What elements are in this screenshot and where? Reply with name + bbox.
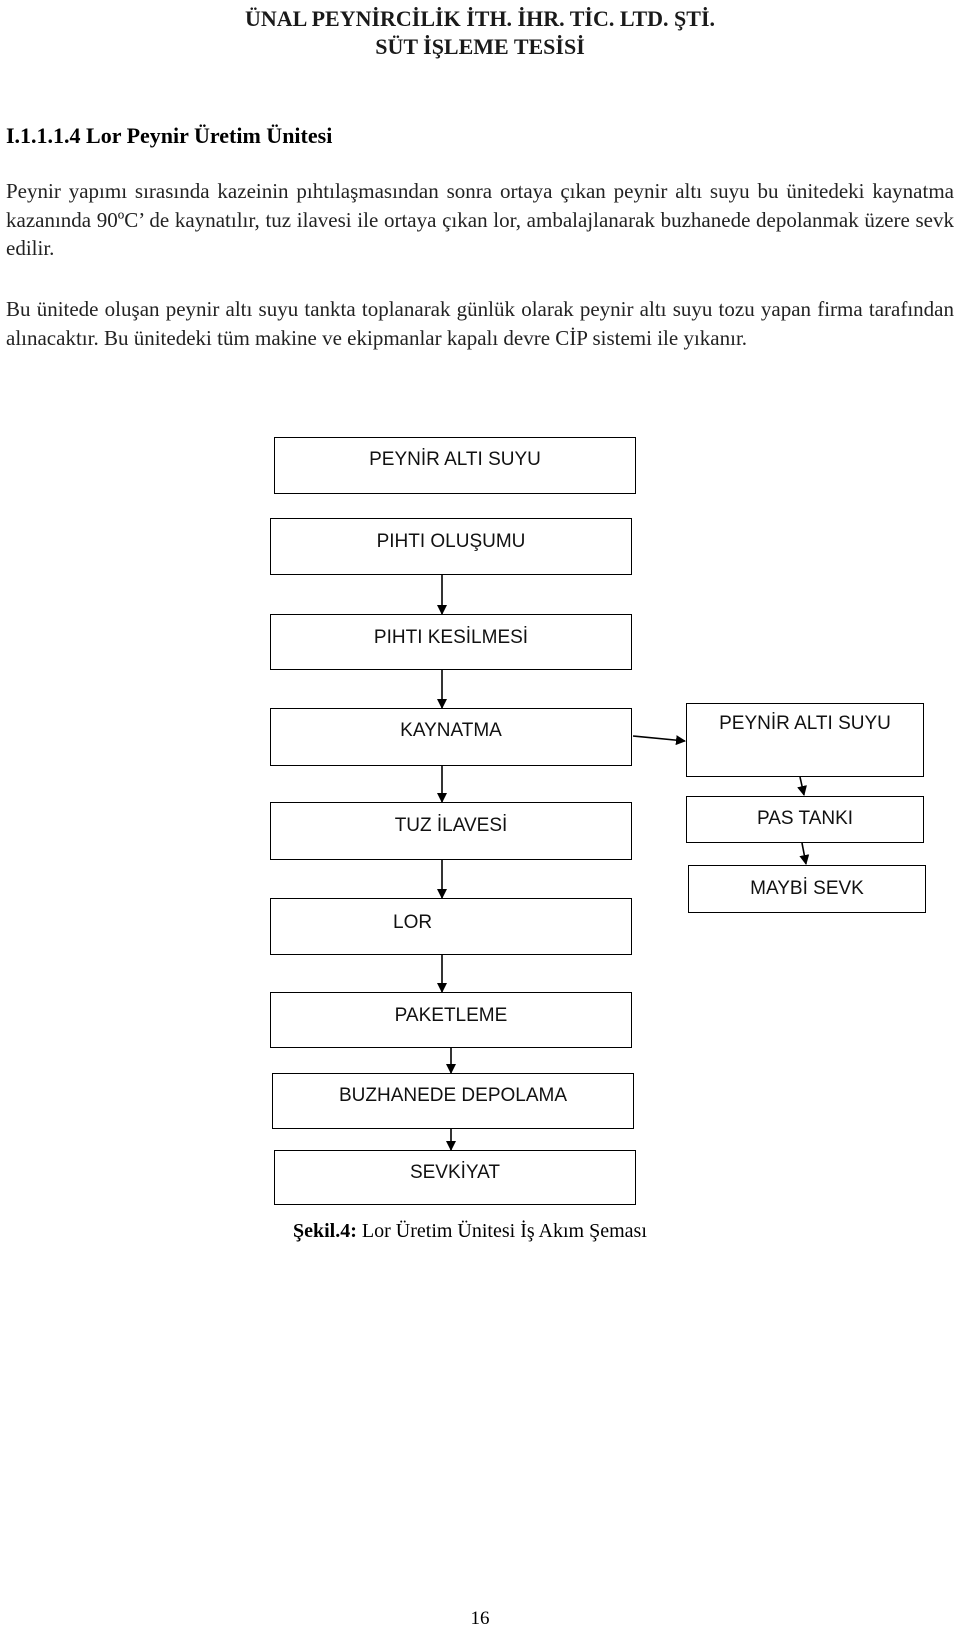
- flow-box-peynir-alti-suyu: PEYNİR ALTI SUYU: [274, 437, 636, 494]
- flow-box-label: PAKETLEME: [394, 1005, 508, 1026]
- facility-name: SÜT İŞLEME TESİSİ: [375, 34, 585, 59]
- flow-box-label: SEVKİYAT: [409, 1162, 501, 1183]
- flow-box-tuz-ilavesi: TUZ İLAVESİ: [270, 802, 632, 860]
- caption-label: Şekil.4:: [293, 1220, 357, 1242]
- flow-box-label: BUZHANEDE DEPOLAMA: [338, 1085, 568, 1106]
- flow-box-label: PIHTI OLUŞUMU: [376, 531, 526, 552]
- arrow-branch-to-pas-tanki: [797, 776, 807, 796]
- flow-box-label: PEYNİR ALTI SUYU: [719, 713, 891, 734]
- paragraph-2: Bu ünitede oluşan peynir altı suyu tankt…: [6, 297, 954, 350]
- flow-box-lor: LOR: [270, 898, 632, 955]
- section-title: I.1.1.1.4 Lor Peynir Üretim Ünitesi: [6, 123, 333, 148]
- flow-box-label: KAYNATMA: [400, 720, 502, 741]
- flow-box-kaynatma: KAYNATMA: [270, 708, 632, 766]
- flow-box-label: PIHTI KESİLMESİ: [373, 627, 529, 648]
- arrow-kaynatma-to-branch: [632, 735, 686, 746]
- page-number: 16: [470, 1608, 490, 1629]
- flow-box-paketleme: PAKETLEME: [270, 992, 632, 1048]
- caption-text: Lor Üretim Ünitesi İş Akım Şeması: [356, 1220, 647, 1242]
- flow-box-pas-tanki: PAS TANKI: [686, 796, 924, 843]
- arrow-pas-tanki-to-maybi: [799, 842, 810, 865]
- flow-box-label: PEYNİR ALTI SUYU: [369, 449, 541, 470]
- flow-box-sevkiyat: SEVKİYAT: [274, 1150, 636, 1205]
- flow-box-label: MAYBİ SEVK: [750, 878, 864, 899]
- flow-box-pihti-olusumu: PIHTI OLUŞUMU: [270, 518, 632, 575]
- figure-caption: Şekil.4: Lor Üretim Ünitesi İş Akım Şema…: [293, 1220, 647, 1243]
- flow-box-pihti-kesilmesi: PIHTI KESİLMESİ: [270, 614, 632, 670]
- flow-box-branch-peynir-alti-suyu: PEYNİR ALTI SUYU: [686, 703, 924, 777]
- paragraph-1: Peynir yapımı sırasında kazeinin pıhtıla…: [6, 179, 954, 260]
- flow-box-label: LOR: [393, 912, 433, 933]
- flow-box-label: PAS TANKI: [756, 808, 854, 829]
- flow-box-label: TUZ İLAVESİ: [394, 815, 508, 836]
- flow-box-maybi-sevk: MAYBİ SEVK: [688, 865, 926, 913]
- company-name: ÜNAL PEYNİRCİLİK İTH. İHR. TİC. LTD. ŞTİ…: [244, 6, 716, 31]
- flow-box-buzhanede-depolama: BUZHANEDE DEPOLAMA: [272, 1073, 634, 1129]
